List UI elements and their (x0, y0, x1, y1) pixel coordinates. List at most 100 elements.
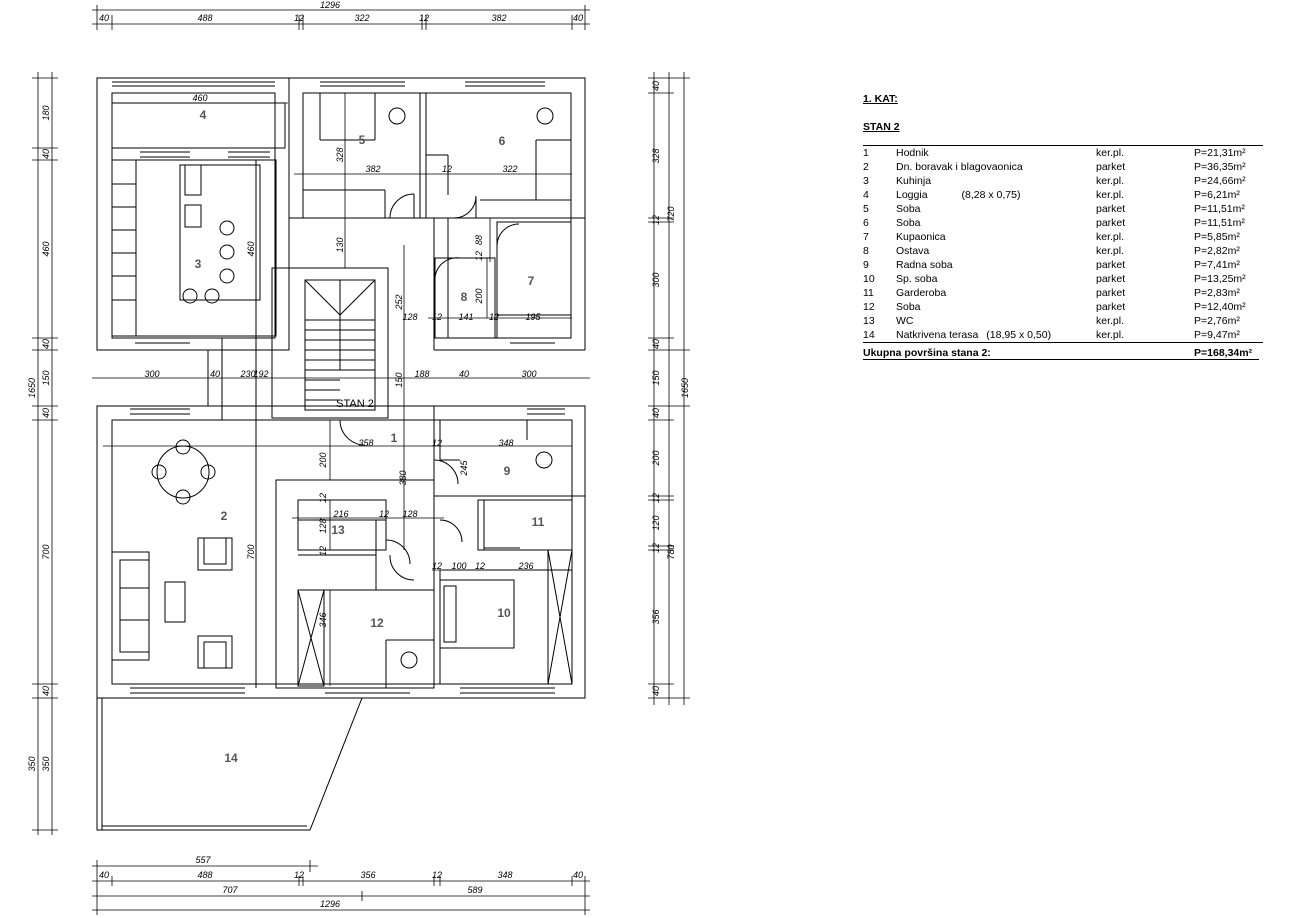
dim-right-a: 120 (651, 515, 661, 530)
dim-top-seg: 322 (354, 13, 369, 23)
dim-right-a: 200 (651, 450, 661, 466)
dim-top-seg: 382 (491, 13, 506, 23)
dim-int: 12 (432, 561, 442, 571)
room-number-10: 10 (497, 606, 511, 620)
dim-int: 150 (394, 372, 404, 387)
dim-int: 245 (459, 460, 469, 477)
dim-right-a: 40 (651, 81, 661, 91)
dim-int: 195 (525, 312, 541, 322)
room-number-6: 6 (499, 134, 506, 148)
dim-int: 200 (474, 288, 484, 304)
room-row-name: WC (896, 314, 1096, 328)
room-row-area: P=21,31m² (1194, 147, 1246, 159)
total-label: Ukupna površina stana 2: (863, 347, 991, 359)
dim-bottom-b: 40 (99, 870, 109, 880)
dim-left-a: 700 (41, 544, 51, 559)
room-row-number: 8 (863, 245, 869, 257)
dim-left-a: 40 (41, 686, 51, 696)
dim-right-a: 12 (651, 543, 661, 553)
dim-int: 130 (335, 237, 345, 252)
room-row-floor: parket (1096, 301, 1126, 313)
room-row-area: P=12,40m² (1194, 301, 1246, 313)
dim-right-a: 40 (651, 686, 661, 696)
dim-left-b: 1650 (27, 378, 37, 398)
interior-dim-lines (92, 93, 590, 688)
dim-mid: 40 (210, 369, 220, 379)
room-name-text: Soba (896, 217, 921, 229)
room-name-text: Dn. boravak i blagovaonica (896, 161, 1023, 173)
room-row-name: Soba (896, 300, 1096, 314)
dim-top-seg: 12 (294, 13, 304, 23)
room-row-area: P=9,47m² (1194, 329, 1240, 341)
room-row-name: Soba (896, 202, 1096, 216)
dim-right-a: 328 (651, 148, 661, 163)
dim-bottom-b: 40 (573, 870, 583, 880)
dim-right-b: 1650 (680, 378, 690, 398)
dim-left-b: 350 (27, 756, 37, 771)
legend-subheading: STAN 2 (863, 121, 900, 133)
room-10 (439, 549, 573, 685)
dim-top-seg: 40 (99, 13, 109, 23)
total-value: P=168,34m² (1194, 347, 1253, 359)
room-name-text: Natkrivena terasa (896, 329, 979, 341)
room-number-8: 8 (461, 290, 468, 304)
rooms-7-8 (434, 221, 572, 339)
room-row-floor: ker.pl. (1096, 231, 1125, 243)
rooms-5-6 (302, 92, 572, 219)
room-number-12: 12 (370, 616, 384, 630)
room-name-text: Sp. soba (896, 273, 938, 285)
room-row-number: 7 (863, 231, 869, 243)
room-row-number: 3 (863, 175, 869, 187)
kitchen-fixtures (111, 159, 277, 337)
room-row-number: 13 (863, 315, 875, 327)
dim-left-a: 150 (41, 370, 51, 385)
dim-mid: 40 (459, 369, 469, 379)
dim-int: 322 (502, 164, 517, 174)
room-number-14: 14 (224, 751, 238, 765)
dim-bottom-b: 356 (360, 870, 375, 880)
room-row-name: Natkrivena terasa(18,95 x 0,50) (896, 328, 1096, 342)
dim-right-a: 40 (651, 339, 661, 349)
room-number-5: 5 (359, 133, 366, 147)
room-row-name: Soba (896, 216, 1096, 230)
dim-int: 382 (365, 164, 380, 174)
room-row-number: 9 (863, 259, 869, 271)
room-row-number: 11 (863, 287, 874, 299)
dim-int: 700 (246, 544, 256, 559)
stair-core (271, 267, 389, 446)
dim-top-seg: 488 (197, 13, 212, 23)
room-row-number: 6 (863, 217, 869, 229)
dim-top-total: 1296 (320, 0, 340, 10)
legend-heading: 1. KAT: (863, 93, 898, 105)
room-row-floor: ker.pl. (1096, 175, 1125, 187)
dim-int: 128 (402, 509, 417, 519)
room-row-area: P=5,85m² (1194, 231, 1240, 243)
room-row-floor: ker.pl. (1096, 329, 1125, 341)
dim-int: 88 (474, 235, 484, 245)
room-row-number: 12 (863, 301, 875, 313)
room-name-text: Radna soba (896, 259, 953, 271)
dim-int: 12 (474, 251, 484, 261)
room-name-text: Garderoba (896, 287, 947, 299)
apartment-label: STAN 2 (336, 398, 374, 410)
room-row-number: 4 (863, 189, 869, 201)
dim-int: 141 (458, 312, 473, 322)
room-row-floor: parket (1096, 217, 1126, 229)
dim-int: 12 (379, 509, 389, 519)
terrace-outline (96, 697, 363, 831)
room-row-area: P=2,76m² (1194, 315, 1240, 327)
dim-int: 12 (432, 312, 442, 322)
dim-int: 12 (318, 493, 328, 503)
room-9 (433, 405, 586, 497)
room-name-text: Kuhinja (896, 175, 932, 187)
dim-top-seg: 40 (573, 13, 583, 23)
legend-total-row: Ukupna površina stana 2: P=168,34m² (863, 347, 1259, 360)
room-row-area: P=36,35m² (1194, 161, 1246, 173)
room-row-area: P=2,82m² (1194, 245, 1240, 257)
dim-mid: 300 (521, 369, 536, 379)
